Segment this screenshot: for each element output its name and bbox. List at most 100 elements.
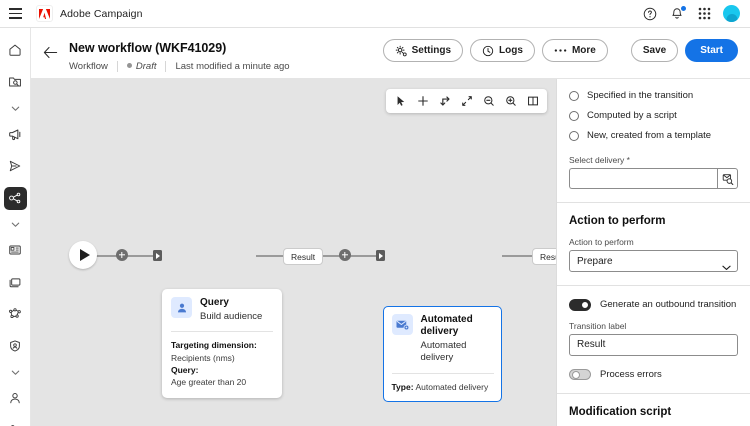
required-marker: *	[626, 155, 630, 165]
cursor-icon[interactable]	[391, 92, 410, 111]
add-activity-node-1[interactable]	[116, 249, 128, 261]
radio-label: New, created from a template	[587, 130, 712, 141]
back-arrow-icon[interactable]	[43, 46, 58, 64]
select-delivery-label: Select delivery *	[569, 155, 738, 165]
activity-properties-panel: Specified in the transition Computed by …	[556, 79, 750, 426]
radio-label: Computed by a script	[587, 110, 677, 121]
delivery-picker-icon[interactable]	[717, 168, 738, 189]
activity-card-query[interactable]: Query Build audience Targeting dimension…	[162, 289, 282, 398]
brand-block: Adobe Campaign	[36, 5, 143, 22]
app-grid-icon[interactable]	[696, 6, 712, 22]
avatar[interactable]	[723, 5, 740, 22]
card-field-2-key: Query:	[171, 364, 199, 375]
card-field-1-value: Automated delivery	[415, 382, 489, 393]
sidebar-item-audiences[interactable]	[4, 419, 27, 426]
global-top-bar: Adobe Campaign	[0, 0, 750, 28]
sidebar-item-deliveries[interactable]	[4, 155, 27, 178]
bell-icon[interactable]	[669, 4, 687, 22]
workflow-header: New workflow (WKF41029) Workflow Draft L…	[31, 28, 750, 79]
top-bar-actions	[642, 0, 750, 28]
start-button[interactable]: Start	[685, 39, 738, 62]
sidebar-group-collapse-3[interactable]	[4, 364, 27, 380]
panel-layout-icon[interactable]	[523, 92, 542, 111]
radio-new-from-template[interactable]: New, created from a template	[569, 126, 738, 145]
transition-arrow-marker-2[interactable]	[376, 250, 385, 261]
select-delivery-input[interactable]	[569, 168, 717, 189]
card-subtitle: Build audience	[200, 310, 263, 322]
card-title: Automated delivery	[420, 313, 473, 338]
zoom-out-icon[interactable]	[479, 92, 498, 111]
transition-arrow-icon[interactable]	[435, 92, 454, 111]
status-text: Draft	[135, 61, 157, 72]
adobe-logo-icon	[36, 5, 53, 22]
brand-name: Adobe Campaign	[60, 7, 143, 20]
panel-divider-3	[557, 393, 750, 394]
outbound-transition-label: Generate an outbound transition	[600, 299, 737, 311]
sidebar-item-campaigns[interactable]	[4, 123, 27, 146]
radio-computed-by-script[interactable]: Computed by a script	[569, 106, 738, 125]
action-to-perform-select[interactable]: Prepare	[569, 250, 738, 272]
card-titles: Query Build audience	[200, 297, 262, 323]
workflow-canvas[interactable]: Query Build audience Targeting dimension…	[31, 79, 556, 426]
outbound-transition-toggle[interactable]	[569, 299, 591, 311]
card-title: Query	[200, 297, 229, 308]
workflow-type-label: Workflow	[69, 61, 108, 72]
action-select-wrapper: Prepare	[569, 250, 738, 272]
gear-icon	[395, 45, 407, 57]
toggle-knob	[571, 370, 580, 379]
generate-outbound-transition-row[interactable]: Generate an outbound transition	[569, 299, 738, 311]
radio-icon	[569, 110, 579, 121]
hamburger-icon[interactable]	[0, 0, 30, 28]
transition-label-chip-2[interactable]: Result	[532, 248, 556, 265]
process-errors-label: Process errors	[600, 368, 662, 380]
status-dot-icon	[126, 63, 132, 68]
radio-icon	[569, 130, 579, 141]
help-icon[interactable]	[642, 6, 658, 22]
card-field-2: Query: Age greater than 20	[171, 364, 273, 389]
card-field-1: Type: Automated delivery	[392, 381, 494, 393]
sidebar-item-workflows[interactable]	[3, 186, 27, 210]
panel-divider-2	[557, 285, 750, 286]
add-activity-node-2[interactable]	[339, 249, 351, 261]
plus-icon[interactable]	[413, 92, 432, 111]
workflow-header-actions: Settings Logs More Save Start	[382, 39, 738, 62]
card-field-2-value: Age greater than 20	[171, 377, 247, 388]
process-errors-toggle[interactable]	[569, 368, 591, 380]
sidebar-item-offers[interactable]	[4, 271, 27, 294]
zoom-in-icon[interactable]	[501, 92, 520, 111]
sidebar-item-data-model[interactable]	[4, 303, 27, 326]
process-errors-row[interactable]: Process errors	[569, 368, 738, 380]
sidebar-item-home[interactable]	[4, 39, 27, 62]
save-button[interactable]: Save	[630, 39, 679, 62]
radio-label: Specified in the transition	[587, 90, 694, 101]
toggle-knob	[580, 301, 589, 310]
fit-screen-icon[interactable]	[457, 92, 476, 111]
query-audience-icon	[171, 297, 192, 318]
action-select-value: Prepare	[577, 255, 613, 267]
transition-arrow-marker-1[interactable]	[153, 250, 162, 261]
radio-specified-in-transition[interactable]: Specified in the transition	[569, 86, 738, 105]
start-play-button[interactable]	[69, 241, 97, 269]
more-button[interactable]: More	[541, 39, 608, 62]
sidebar-item-landing-pages[interactable]	[4, 239, 27, 262]
settings-button-label: Settings	[411, 45, 452, 56]
transition-label-chip-1[interactable]: Result	[283, 248, 324, 265]
select-delivery-field	[569, 168, 738, 189]
sidebar-item-explore[interactable]	[4, 71, 27, 94]
transition-label-input[interactable]	[569, 333, 738, 356]
settings-button[interactable]: Settings	[382, 39, 464, 62]
action-section-heading: Action to perform	[569, 215, 666, 227]
card-field-1: Targeting dimension: Recipients (nms)	[171, 339, 273, 364]
logs-button[interactable]: Logs	[470, 39, 535, 62]
select-delivery-label-text: Select delivery	[569, 155, 625, 165]
panel-scroll-cut	[569, 79, 738, 85]
sidebar-item-profiles[interactable]	[4, 387, 27, 410]
card-subtitle: Automated delivery	[420, 339, 467, 364]
sidebar-group-collapse-2[interactable]	[4, 216, 27, 232]
sidebar-group-collapse-1[interactable]	[4, 100, 27, 116]
activity-card-automated-delivery[interactable]: Automated delivery Automated delivery Ty…	[383, 306, 502, 402]
sidebar-item-privacy[interactable]	[4, 335, 27, 358]
card-header: Automated delivery Automated delivery	[391, 313, 494, 366]
more-button-label: More	[571, 45, 596, 56]
card-header: Query Build audience	[171, 297, 273, 323]
